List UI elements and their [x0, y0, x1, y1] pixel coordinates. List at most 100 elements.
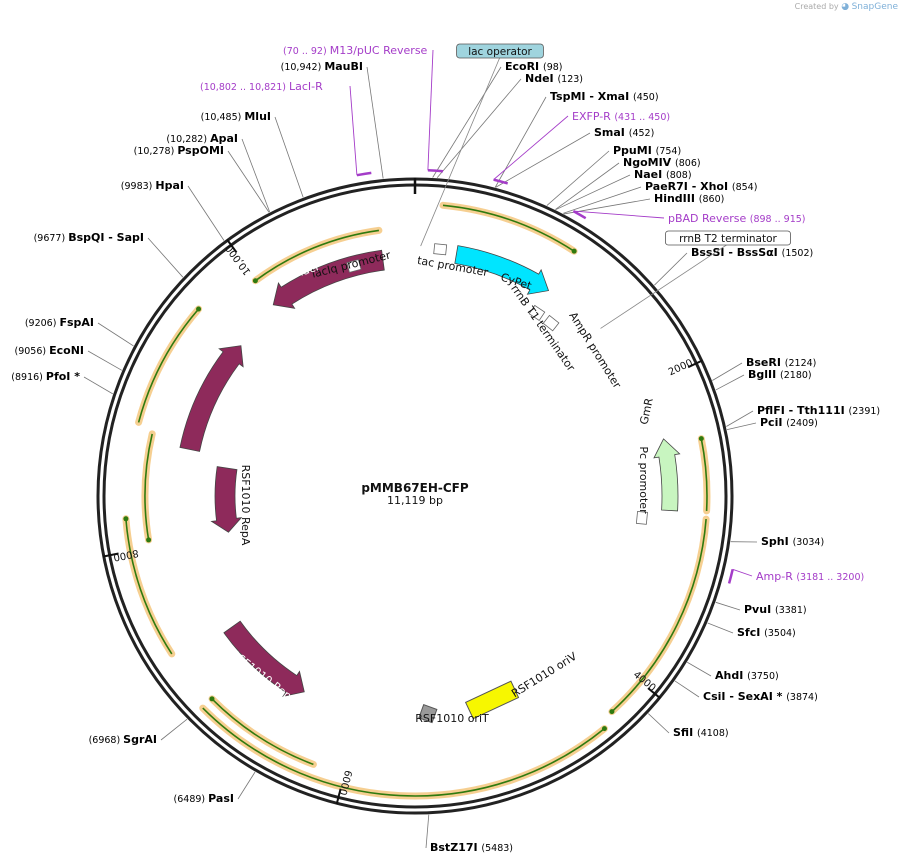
tick-mark: [102, 552, 119, 558]
boxed-label: rrnB T2 terminator: [679, 233, 777, 245]
feature-layer: [179, 243, 681, 724]
regulatory-glyph-icon: [346, 259, 362, 273]
site-leader: [97, 322, 134, 347]
orf-arrow-tip: [209, 696, 215, 702]
snapgene-logo-icon: ◕: [841, 2, 850, 12]
site-label: CsiI - SexAI * (3874): [703, 690, 818, 703]
feature-rsf1010-orit: [418, 704, 438, 724]
site-leader: [555, 174, 631, 211]
feature-label: RSF1010 RepA: [239, 465, 252, 546]
site-label: PflFI - Tth111I (2391): [757, 404, 880, 417]
site-leader: [654, 252, 688, 286]
feature-label: AmpR promoter: [566, 310, 624, 391]
site-label: (8916) PfoI *: [11, 370, 80, 383]
site-leader: [227, 150, 270, 213]
site-label: (9056) EcoNI: [15, 344, 85, 357]
orf-arrow-tip: [601, 726, 607, 732]
feature-rsf1010-oriv: [464, 680, 520, 720]
feature-label: RSF1010 oriV: [509, 650, 579, 701]
feature-label: lacI: [298, 261, 320, 279]
orf-arrow-tip: [571, 248, 577, 254]
site-label: SmaI (452): [594, 126, 654, 139]
orf-band: [199, 704, 608, 800]
primer-leader: [732, 568, 753, 577]
site-label: TspMI - XmaI (450): [550, 90, 659, 103]
primer-mark: [727, 569, 734, 584]
site-label: AhdI (3750): [715, 669, 779, 682]
boxed-label-frame: [665, 230, 792, 246]
site-leader: [366, 66, 384, 179]
primer-label: Amp-R (3181 .. 3200): [756, 570, 864, 583]
site-leader: [712, 362, 743, 381]
orf-arrow-tip: [698, 436, 704, 442]
feature-cypet: [454, 245, 550, 295]
orf-line: [442, 204, 575, 252]
site-label: SfiI (4108): [673, 726, 729, 739]
site-leader: [715, 601, 741, 611]
tick-label: 10,000: [224, 242, 254, 277]
site-leader: [187, 185, 225, 241]
regulatory-glyph-icon: [635, 511, 648, 525]
site-label: (9206) FspAI: [25, 316, 94, 329]
site-label: (9677) BspQI - SapI: [34, 231, 144, 244]
feature-gmr: [653, 438, 681, 512]
regulatory-glyph-icon: [528, 304, 546, 321]
orf-line: [211, 698, 314, 766]
plasmid-name: pMMB67EH-CFP: [361, 481, 469, 495]
primer-mark: [427, 169, 444, 173]
site-label: PaeR7I - XhoI (854): [645, 180, 757, 193]
orf-band: [608, 515, 710, 716]
site-label: SphI (3034): [761, 535, 824, 548]
site-leader: [707, 622, 734, 634]
site-label: NdeI (123): [525, 72, 583, 85]
plasmid-size: 11,119 bp: [387, 494, 443, 507]
orf-arrow-tip: [123, 516, 129, 522]
boxed-label: lac operator: [468, 46, 532, 58]
site-leader: [87, 350, 123, 371]
primer-leader: [573, 210, 665, 219]
site-leader: [436, 78, 522, 179]
site-leader: [425, 814, 430, 849]
boxed-leader: [420, 56, 501, 247]
site-leader: [237, 771, 256, 800]
feature-label: GmR: [637, 396, 655, 425]
tick-mark: [687, 359, 704, 369]
site-leader: [546, 150, 610, 206]
orf-arrow-tip: [252, 278, 258, 284]
site-leader: [495, 132, 591, 188]
regulatory-glyph-icon: [542, 314, 560, 332]
primer-label: EXFP-R (431 .. 450): [572, 110, 670, 123]
site-label: BssSI - BssSαI (1502): [691, 246, 813, 259]
site-leader: [147, 237, 184, 278]
orf-line: [202, 707, 605, 797]
feature-label: rrnB T1 terminator: [508, 282, 578, 374]
orf-arrow-tip: [196, 306, 202, 312]
site-leader: [562, 186, 642, 214]
site-label: EcoRI (98): [505, 60, 563, 73]
site-leader: [160, 718, 188, 741]
boxed-label-frame: [456, 43, 544, 59]
site-leader: [726, 422, 757, 431]
tick-mark: [647, 687, 661, 700]
orf-line: [137, 308, 200, 423]
credit-prefix: Created by: [794, 2, 839, 11]
tick-mark: [335, 788, 342, 805]
primer-mark: [356, 171, 372, 177]
orf-line: [611, 519, 707, 713]
feature-rsf1010-repb: [223, 620, 305, 698]
primer-label: (10,802 .. 10,821) LacI-R: [200, 80, 323, 93]
site-label: PpuMI (754): [613, 144, 681, 157]
primer-leader: [493, 115, 569, 180]
site-label: (10,485) MluI: [201, 110, 271, 123]
site-layer: EcoRI (98)NdeI (123) TspMI - XmaI (450) Sm…: [11, 43, 880, 854]
site-leader: [83, 376, 113, 395]
orf-line: [144, 433, 153, 541]
site-label: (10,942) MauBI: [281, 60, 363, 73]
orf-layer: [122, 201, 711, 800]
site-leader: [241, 138, 271, 213]
site-label: (6968) SgrAI: [89, 733, 157, 746]
orf-arrow-tip: [609, 709, 615, 715]
regulatory-glyph-icon: [433, 243, 448, 256]
primer-mark: [572, 210, 587, 220]
